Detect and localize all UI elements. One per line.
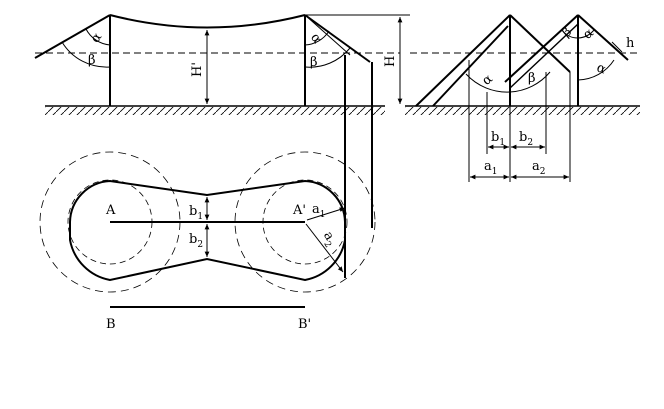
a1-dimension-plan [306, 207, 346, 221]
a2-label-section: a2 [532, 159, 546, 177]
roof2-left-slope [504, 14, 579, 83]
plan-view: A A' b1 b2 a1 a2 [39, 151, 376, 293]
b-label: B [106, 317, 116, 332]
h-small-label: h [626, 36, 635, 51]
roof2-right-slope [577, 14, 629, 61]
alpha-label-upper: α [580, 25, 597, 42]
a2-label-plan: a2 [317, 229, 339, 250]
plan-outline [69, 179, 346, 282]
b1-label-section: b1 [491, 130, 505, 148]
alpha-arc-left [85, 28, 111, 46]
right-slope-extension [304, 14, 351, 56]
roof1-right-slope [509, 14, 571, 73]
a2-dimension-plan [305, 223, 344, 273]
ground-hatch-right [405, 107, 640, 115]
right-slope [304, 14, 371, 63]
beta-arc-upper [561, 29, 579, 39]
b1-label-plan: b1 [189, 204, 203, 222]
beta-label-section: β [528, 71, 536, 86]
a1-label-section: a1 [484, 159, 498, 177]
beta-label-upper: β [559, 24, 574, 40]
h-offset-tick [611, 41, 623, 53]
alpha-arc-upper [577, 29, 595, 39]
beta-arc-right [304, 47, 351, 68]
beta-arc-section [509, 71, 551, 93]
right-cross-section: h α β β α α b1 b2 a1 a2 [405, 14, 640, 182]
beta-label-right: β [310, 55, 318, 70]
ground-hatch-left [45, 107, 385, 115]
a1-label-plan: a1 [312, 202, 326, 220]
guide-circle-right-bottom [234, 151, 376, 293]
alpha-arc-right [304, 30, 330, 46]
beta-arc-left [61, 41, 111, 68]
alpha-arc-outer [577, 59, 615, 81]
left-elevation: H' H α β α β [34, 14, 410, 278]
h-label: H [383, 56, 398, 67]
roof1-left-slope-inner [432, 25, 509, 107]
roof-ridge [109, 14, 306, 29]
a-prime-label: A' [292, 203, 306, 218]
beta-label-left: β [88, 53, 96, 68]
h-prime-label: H' [190, 62, 205, 77]
b-prime-label: B' [298, 317, 311, 332]
b2-label-section: b2 [519, 130, 533, 148]
b2-label-plan: b2 [189, 232, 203, 250]
a-label: A [105, 203, 116, 218]
b-b-prime-section: B B' [106, 306, 311, 332]
left-slope [34, 14, 111, 59]
roof1-left-slope [415, 14, 511, 107]
